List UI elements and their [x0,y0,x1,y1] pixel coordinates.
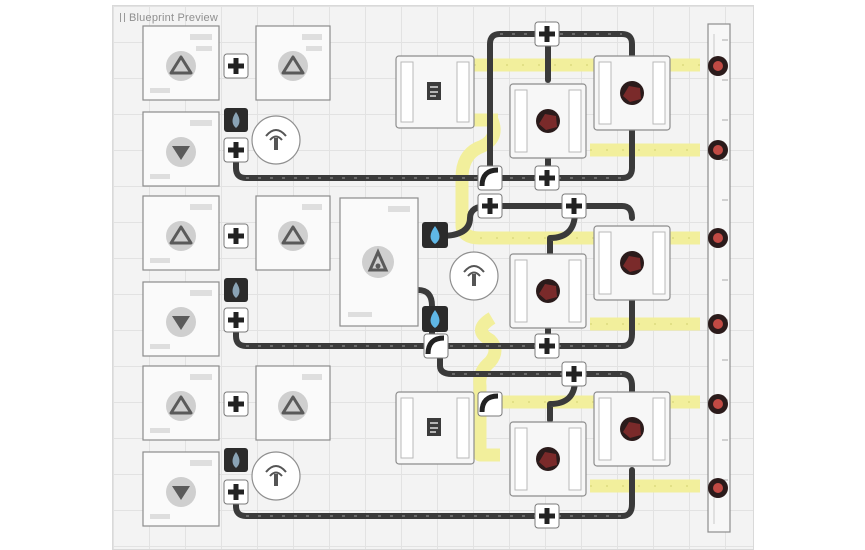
document-icon [427,82,441,100]
ore-icon [536,447,560,471]
cross-junction-icon[interactable] [223,223,249,249]
machine-refiner[interactable] [255,195,331,271]
machine-refiner[interactable] [255,365,331,441]
cross-junction-icon[interactable] [423,333,449,359]
water-drop-icon[interactable] [224,448,248,472]
fan-icon[interactable] [251,115,301,165]
output-ore[interactable] [708,56,728,76]
down-arrow-node-icon [172,486,190,500]
water-drop-icon[interactable] [224,108,248,132]
cross-junction-icon[interactable] [561,193,587,219]
document-icon [427,418,441,436]
triangle-node-icon [169,225,193,245]
machine-refiner[interactable] [142,195,220,271]
cross-junction-icon[interactable] [223,307,249,333]
cross-junction-icon[interactable] [477,391,503,417]
cross-junction-icon[interactable] [477,165,503,191]
machine-refiner[interactable] [255,25,331,101]
water-drop-icon[interactable] [422,306,448,332]
cross-junction-icon[interactable] [223,137,249,163]
ore-icon [536,109,560,133]
output-ore[interactable] [708,228,728,248]
output-ore[interactable] [708,478,728,498]
output-ore[interactable] [708,394,728,414]
water-drop-icon[interactable] [422,222,448,248]
storage-rack[interactable] [509,83,587,159]
cross-junction-icon[interactable] [561,361,587,387]
fan-icon[interactable] [251,451,301,501]
cross-junction-icon[interactable] [223,53,249,79]
machine-unpacker[interactable] [142,281,220,357]
belt-network [233,31,635,519]
storage-rack[interactable] [509,421,587,497]
cross-junction-icon[interactable] [534,333,560,359]
triangle-node-icon [169,395,193,415]
ore-icon [536,279,560,303]
storage-rack[interactable] [593,391,671,467]
cross-junction-icon[interactable] [534,21,560,47]
cross-junction-icon[interactable] [534,503,560,529]
grip-icon [120,13,125,22]
output-ore[interactable] [708,140,728,160]
triangle-node-icon [169,55,193,75]
fan-icon[interactable] [449,251,499,301]
storage-rack[interactable] [593,225,671,301]
triangle-node-icon [281,225,305,245]
water-drop-icon[interactable] [224,278,248,302]
panel-title: Blueprint Preview [120,12,218,24]
storage-rack[interactable] [593,55,671,131]
down-arrow-node-icon [172,316,190,330]
crystal-icon [367,248,389,272]
triangle-node-icon [281,395,305,415]
ore-icon [620,417,644,441]
machine-grinder[interactable] [395,55,475,129]
panel-title-text: Blueprint Preview [129,12,218,24]
machine-grinder[interactable] [395,391,475,465]
machine-unpacker[interactable] [142,451,220,527]
ore-icon [620,251,644,275]
ore-icon [620,81,644,105]
cross-junction-icon[interactable] [477,193,503,219]
machine-refiner[interactable] [142,25,220,101]
machine-unpacker[interactable] [142,111,220,187]
triangle-node-icon [281,55,305,75]
machine-refiner[interactable] [142,365,220,441]
output-ore[interactable] [708,314,728,334]
storage-rack[interactable] [509,253,587,329]
down-arrow-node-icon [172,146,190,160]
cross-junction-icon[interactable] [534,165,560,191]
machine-planter[interactable] [339,197,419,327]
cross-junction-icon[interactable] [223,391,249,417]
output-rail [707,23,731,533]
cross-junction-icon[interactable] [223,479,249,505]
